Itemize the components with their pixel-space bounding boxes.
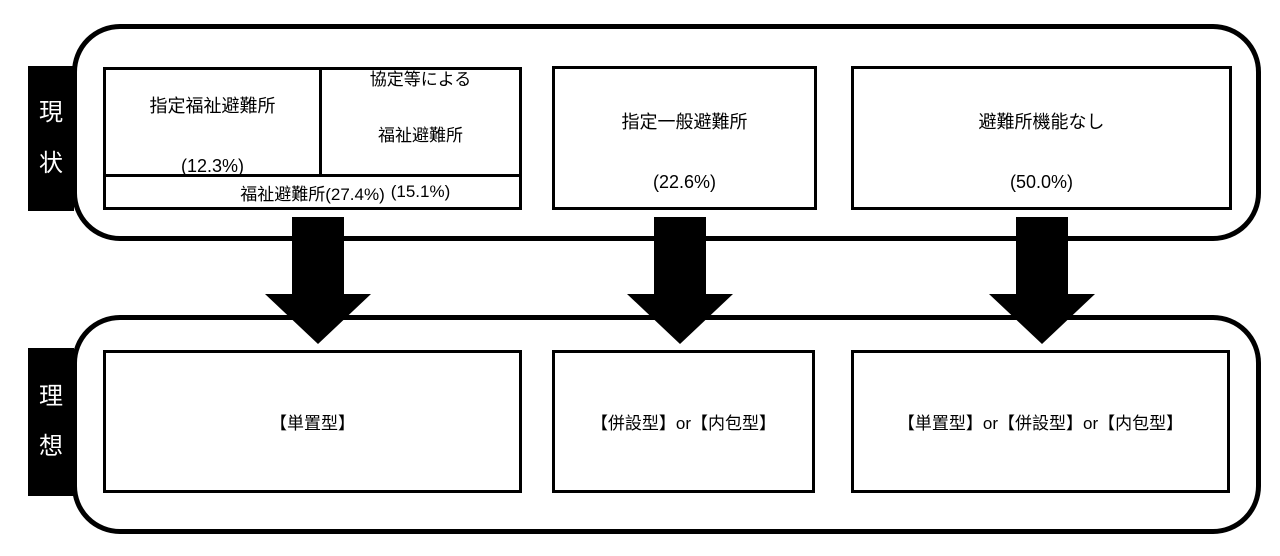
down-arrow-icon <box>627 217 733 344</box>
welfare-shelter-total: 福祉避難所(27.4%) <box>106 174 519 207</box>
ideal-all-types-box: 【単置型】or【併設型】or【内包型】 <box>851 350 1230 493</box>
no-shelter-function-value: (50.0%) <box>1009 171 1074 192</box>
agreement-welfare-shelter-cell: 協定等による 福祉避難所 (15.1%) <box>319 69 519 201</box>
no-shelter-function-box: 避難所機能なし (50.0%) <box>851 66 1232 210</box>
current-state-label: 現 状 <box>28 66 74 211</box>
ideal-standalone-box: 【単置型】 <box>103 350 522 493</box>
designated-welfare-shelter-value: (12.3%) <box>180 155 245 176</box>
agreement-welfare-shelter-value: (15.1%) <box>390 182 451 202</box>
general-shelter-name: 指定一般避難所 <box>621 112 748 133</box>
designated-welfare-shelter-cell: 指定福祉避難所 (12.3%) <box>106 70 319 176</box>
down-arrow-icon <box>265 217 371 344</box>
welfare-shelter-composite-box: 指定福祉避難所 (12.3%) 協定等による 福祉避難所 (15.1%) 福祉避… <box>103 67 522 210</box>
ideal-state-label: 理 想 <box>28 348 74 496</box>
welfare-shelter-subcells: 指定福祉避難所 (12.3%) 協定等による 福祉避難所 (15.1%) <box>106 69 519 201</box>
general-shelter-box: 指定一般避難所 (22.6%) <box>552 66 817 210</box>
general-shelter-value: (22.6%) <box>652 171 717 192</box>
ideal-annex-or-inclusive-box: 【併設型】or【内包型】 <box>552 350 815 493</box>
agreement-welfare-shelter-line1: 協定等による <box>369 69 472 89</box>
designated-welfare-shelter-name: 指定福祉避難所 <box>149 96 276 117</box>
agreement-welfare-shelter-line2: 福祉避難所 <box>378 126 463 145</box>
no-shelter-function-name: 避難所機能なし <box>978 112 1105 133</box>
down-arrow-icon <box>989 217 1095 344</box>
